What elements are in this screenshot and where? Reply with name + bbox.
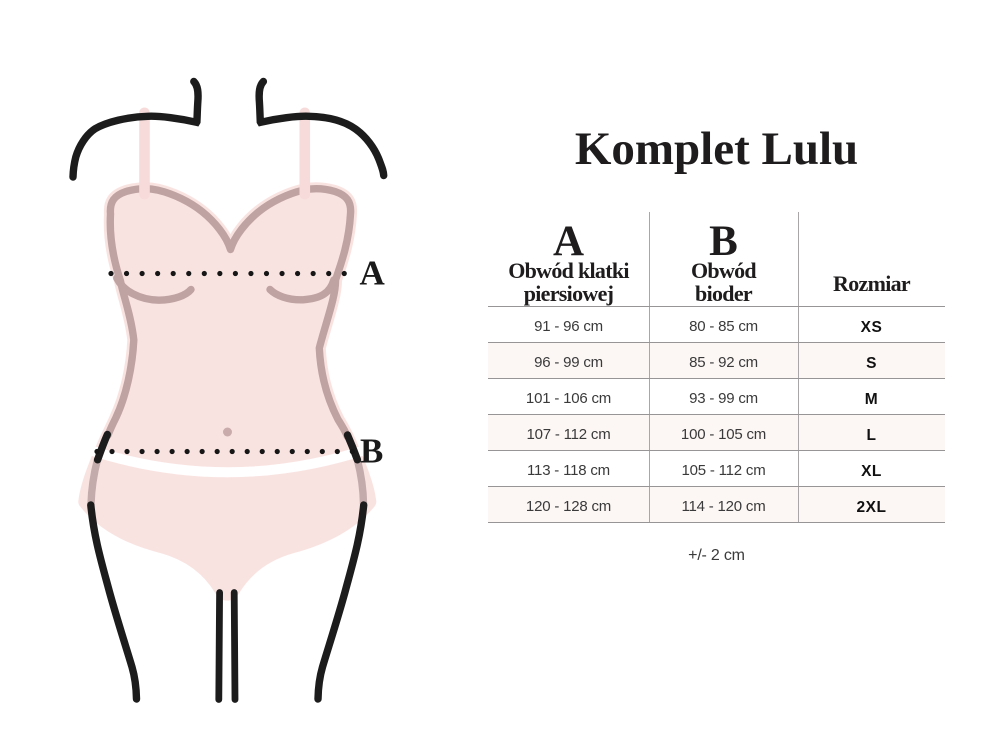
svg-text:A: A <box>360 254 386 293</box>
svg-text:B: B <box>360 432 383 471</box>
